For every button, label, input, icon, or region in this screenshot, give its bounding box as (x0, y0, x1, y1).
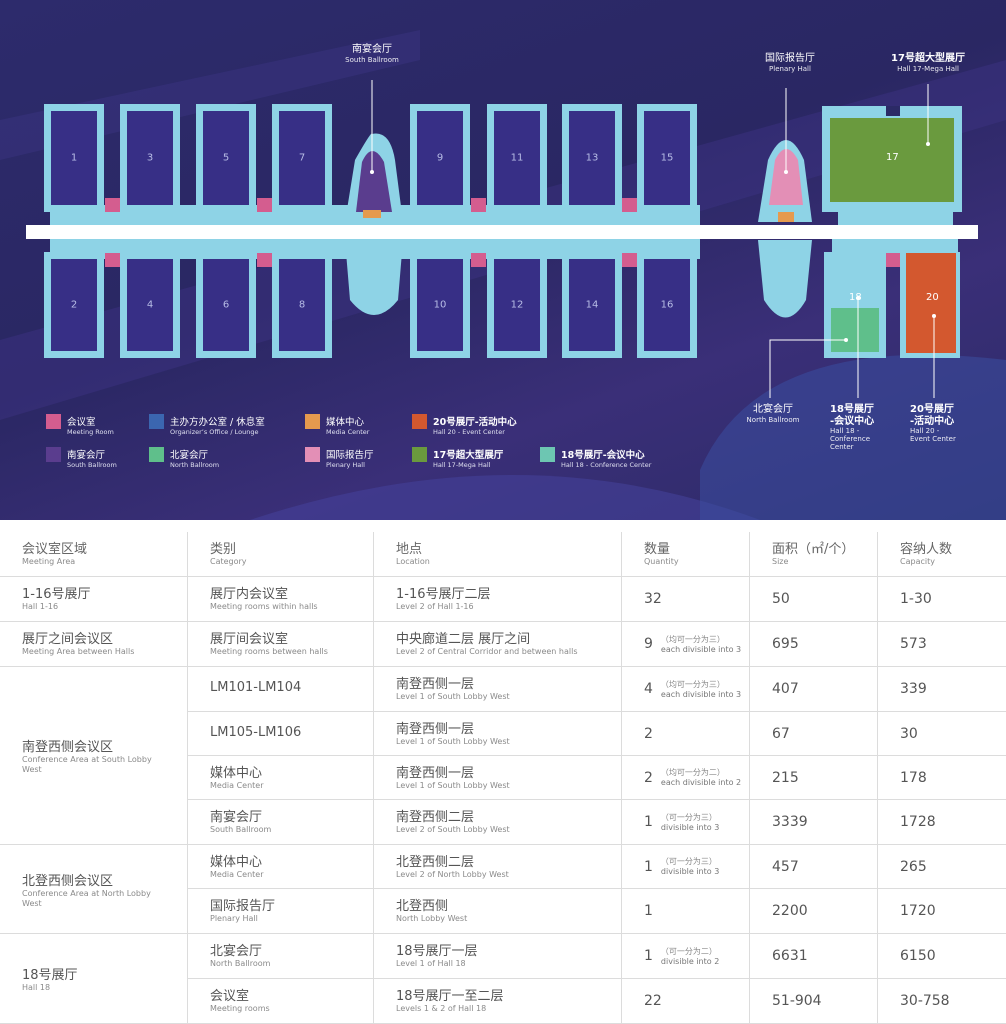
row-quantity: 9（均可一分为三）each divisible into 3 (622, 622, 750, 667)
row-size: 3339 (750, 800, 878, 845)
row-quantity: 4（均可一分为三）each divisible into 3 (622, 667, 750, 712)
hall-11: 11 (487, 104, 547, 212)
row-capacity: 1720 (878, 889, 1006, 934)
hall-10: 10 (410, 252, 470, 358)
row-capacity: 1-30 (878, 577, 1006, 622)
row-quantity: 1 (622, 889, 750, 934)
row-quantity: 2（均可一分为二）each divisible into 2 (622, 756, 750, 800)
hall-13: 13 (562, 104, 622, 212)
row-category: LM105-LM106 (188, 712, 374, 756)
row-size: 50 (750, 577, 878, 622)
row-category: LM101-LM104 (188, 667, 374, 712)
row-size: 6631 (750, 934, 878, 979)
hall-8: 8 (272, 252, 332, 358)
hall-9: 9 (410, 104, 470, 212)
hall-12: 12 (487, 252, 547, 358)
hall-7: 7 (272, 104, 332, 212)
hall-18-number: 18 (849, 292, 862, 303)
row-size: 2200 (750, 889, 878, 934)
row-quantity: 1（可一分为二）divisible into 2 (622, 934, 750, 979)
hall-3: 3 (120, 104, 180, 212)
row-size: 407 (750, 667, 878, 712)
hall-4: 4 (120, 252, 180, 358)
row-size: 215 (750, 756, 878, 800)
row-quantity: 1（可一分为三）divisible into 3 (622, 800, 750, 845)
row-quantity: 22 (622, 979, 750, 1024)
row-capacity: 178 (878, 756, 1006, 800)
row-size: 695 (750, 622, 878, 667)
hall-15: 15 (637, 104, 697, 212)
hall-6: 6 (196, 252, 256, 358)
row-capacity: 265 (878, 845, 1006, 889)
row-capacity: 339 (878, 667, 1006, 712)
row-size: 51-904 (750, 979, 878, 1024)
hall-5: 5 (196, 104, 256, 212)
hall-2: 2 (44, 252, 104, 358)
hall-14: 14 (562, 252, 622, 358)
row-capacity: 1728 (878, 800, 1006, 845)
hall-1: 1 (44, 104, 104, 212)
header-size: 面积（㎡/个）Size (750, 532, 878, 577)
row-capacity: 573 (878, 622, 1006, 667)
row-size: 67 (750, 712, 878, 756)
venue-map: 1 3 5 7 9 11 13 15 2 4 6 8 10 12 14 16 1… (0, 0, 1006, 520)
row-capacity: 30-758 (878, 979, 1006, 1024)
row-quantity: 2 (622, 712, 750, 756)
hall-16: 16 (637, 252, 697, 358)
hall-20-number: 20 (926, 292, 939, 303)
row-quantity: 1（可一分为三）divisible into 3 (622, 845, 750, 889)
row-size: 457 (750, 845, 878, 889)
row-capacity: 30 (878, 712, 1006, 756)
hall-17-number: 17 (886, 152, 899, 163)
hall-20-label: 20号展厅-活动中心 Hall 20 -Event Center (910, 404, 956, 444)
row-quantity: 32 (622, 577, 750, 622)
row-capacity: 6150 (878, 934, 1006, 979)
